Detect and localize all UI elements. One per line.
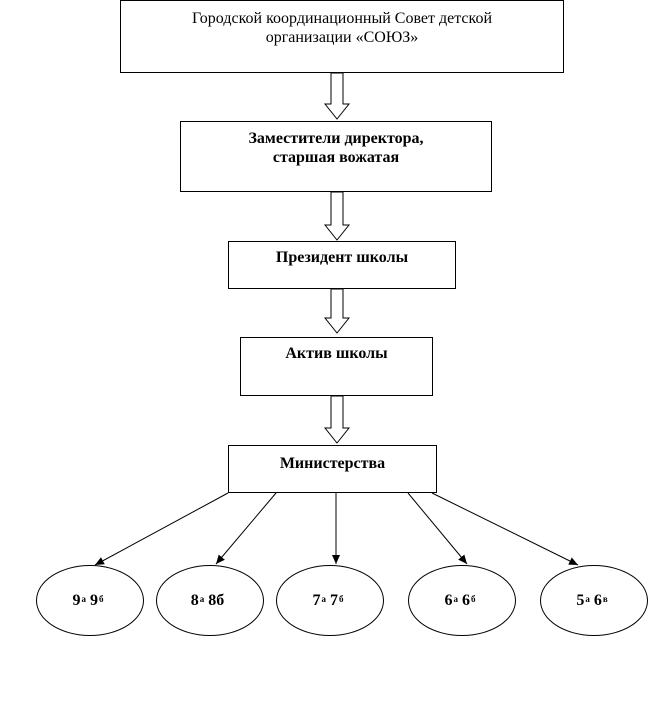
class-a-letter: а xyxy=(453,593,459,604)
class-b-letter: б xyxy=(471,593,476,604)
class-b-letter: б xyxy=(339,593,344,604)
city-council-line-2: организации «СОЮЗ» xyxy=(265,29,419,46)
arrow-to-group-4 xyxy=(407,492,468,565)
city-council-line-1: Городской координационный Совет детской xyxy=(191,10,493,27)
class-a-letter: а xyxy=(321,593,327,604)
ministries-label: Министерства xyxy=(279,455,386,472)
ministries-box: Министерства xyxy=(228,445,437,493)
block-arrow-4 xyxy=(323,395,351,444)
class-a: 7 xyxy=(312,591,321,609)
class-a: 5 xyxy=(576,591,585,609)
class-a: 9 xyxy=(72,591,81,609)
class-a-letter: а xyxy=(81,593,87,604)
school-activists-box: Актив школы xyxy=(240,337,433,396)
city-council-box: Городской координационный Совет детской … xyxy=(120,0,564,73)
class-b-letter: в xyxy=(602,593,608,604)
school-president-box: Президент школы xyxy=(228,241,456,289)
class-b: 9 xyxy=(90,591,98,609)
block-arrow-3 xyxy=(323,288,351,334)
arrow-to-group-1 xyxy=(94,492,229,566)
class-a-letter: а xyxy=(585,593,590,604)
deputy-directors-line-2: старшая вожатая xyxy=(272,149,400,166)
deputy-directors-line-1: Заместители директора, xyxy=(248,130,424,147)
arrow-to-group-5 xyxy=(431,492,579,566)
arrow-to-group-2 xyxy=(215,492,277,565)
block-arrow-1 xyxy=(323,72,351,120)
class-b: 6 xyxy=(462,591,470,609)
school-president-label: Президент школы xyxy=(275,249,409,266)
class-b: 7 xyxy=(330,591,338,609)
deputy-directors-box: Заместители директора, старшая вожатая xyxy=(180,121,492,192)
block-arrow-2 xyxy=(323,191,351,241)
class-a-letter: а xyxy=(199,593,205,604)
class-a: 6 xyxy=(444,591,453,609)
class-a: 8 xyxy=(190,591,199,609)
class-b: 8б xyxy=(208,591,225,609)
class-b: 6 xyxy=(593,591,602,609)
school-activists-label: Актив школы xyxy=(285,345,388,362)
class-b-letter: б xyxy=(99,593,104,604)
